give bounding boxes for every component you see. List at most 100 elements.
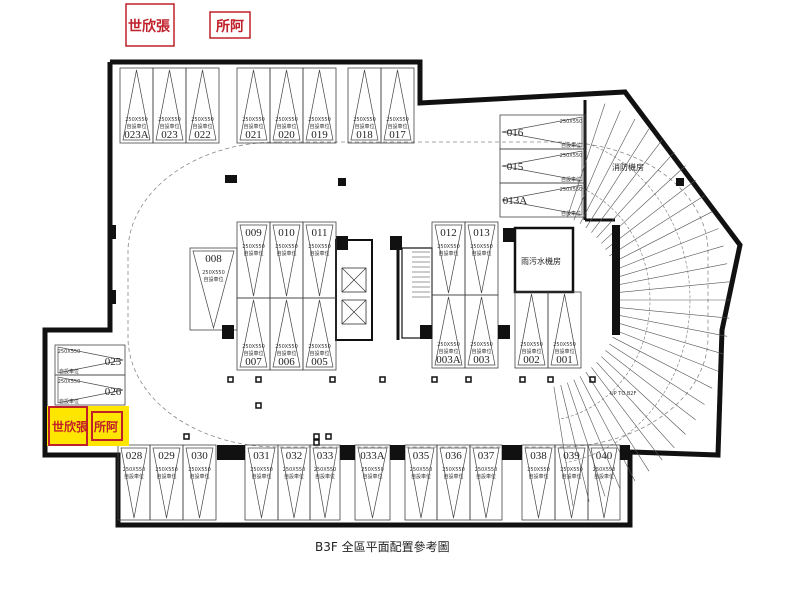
spot-marker (350, 69, 379, 141)
spot-type: 自設車位 (59, 398, 79, 405)
spot-number: 029 (158, 450, 175, 462)
driveway-path (127, 141, 709, 448)
spot-size: 250X550 (58, 349, 81, 355)
spot-type: 自設車位 (438, 250, 458, 257)
spot-number: 037 (478, 450, 495, 462)
spot-number: 013 (473, 227, 490, 239)
spot-outline (185, 67, 220, 144)
stamp-top-right (209, 11, 251, 39)
spot-marker (280, 447, 308, 519)
spot-marker (239, 69, 268, 141)
spot-type: 自設車位 (276, 123, 296, 130)
spot-type: 自設車位 (189, 473, 209, 480)
spot-size: 250X550 (275, 117, 298, 123)
spot-size: 250X550 (242, 344, 265, 350)
spot-type: 自設車位 (276, 350, 296, 357)
spot-number: 040 (596, 450, 613, 462)
spot-size: 250X550 (553, 342, 576, 348)
spot-type: 自設車位 (354, 123, 374, 130)
spot-number: 003A (436, 354, 461, 366)
spot-size: 250X550 (58, 379, 81, 385)
structural-column (110, 290, 116, 304)
spot-number: 031 (253, 450, 270, 462)
spot-size: 250X550 (560, 153, 583, 159)
structural-column (620, 445, 630, 460)
spot-marker (357, 447, 388, 519)
spot-type: 自設車位 (411, 473, 431, 480)
spot-marker (434, 296, 463, 366)
spot-size: 250X550 (308, 117, 331, 123)
ramp-line (591, 367, 663, 461)
spot-size: 250X550 (475, 467, 498, 473)
spot-number: 012 (440, 227, 457, 239)
spot-number: 010 (278, 227, 295, 239)
ramp-line (619, 307, 730, 319)
ramp-line (609, 343, 705, 405)
spot-marker (272, 299, 301, 368)
spot-marker (312, 447, 338, 519)
spot-size: 250X550 (527, 467, 550, 473)
ramp-line (618, 314, 728, 337)
spot-type: 自設車位 (276, 250, 296, 257)
spot-number: 032 (286, 450, 303, 462)
small-column (227, 376, 234, 383)
spot-outline (380, 67, 415, 144)
spot-marker (305, 224, 334, 297)
structural-column (225, 175, 237, 183)
ramp-line (609, 195, 705, 257)
spot-type: 自設車位 (203, 276, 223, 283)
ramp-line (605, 179, 696, 250)
stamp-right (91, 411, 123, 441)
spot-size: 250X550 (560, 467, 583, 473)
ramp-line (617, 245, 724, 278)
small-column (431, 376, 438, 383)
spot-size: 250X550 (437, 342, 460, 348)
stamp-top-left (125, 3, 175, 47)
spot-type: 自設車位 (243, 250, 263, 257)
spot-size: 250X550 (593, 467, 616, 473)
spot-number: 017 (389, 129, 406, 141)
spot-marker (152, 447, 181, 519)
spot-size: 250X550 (158, 117, 181, 123)
